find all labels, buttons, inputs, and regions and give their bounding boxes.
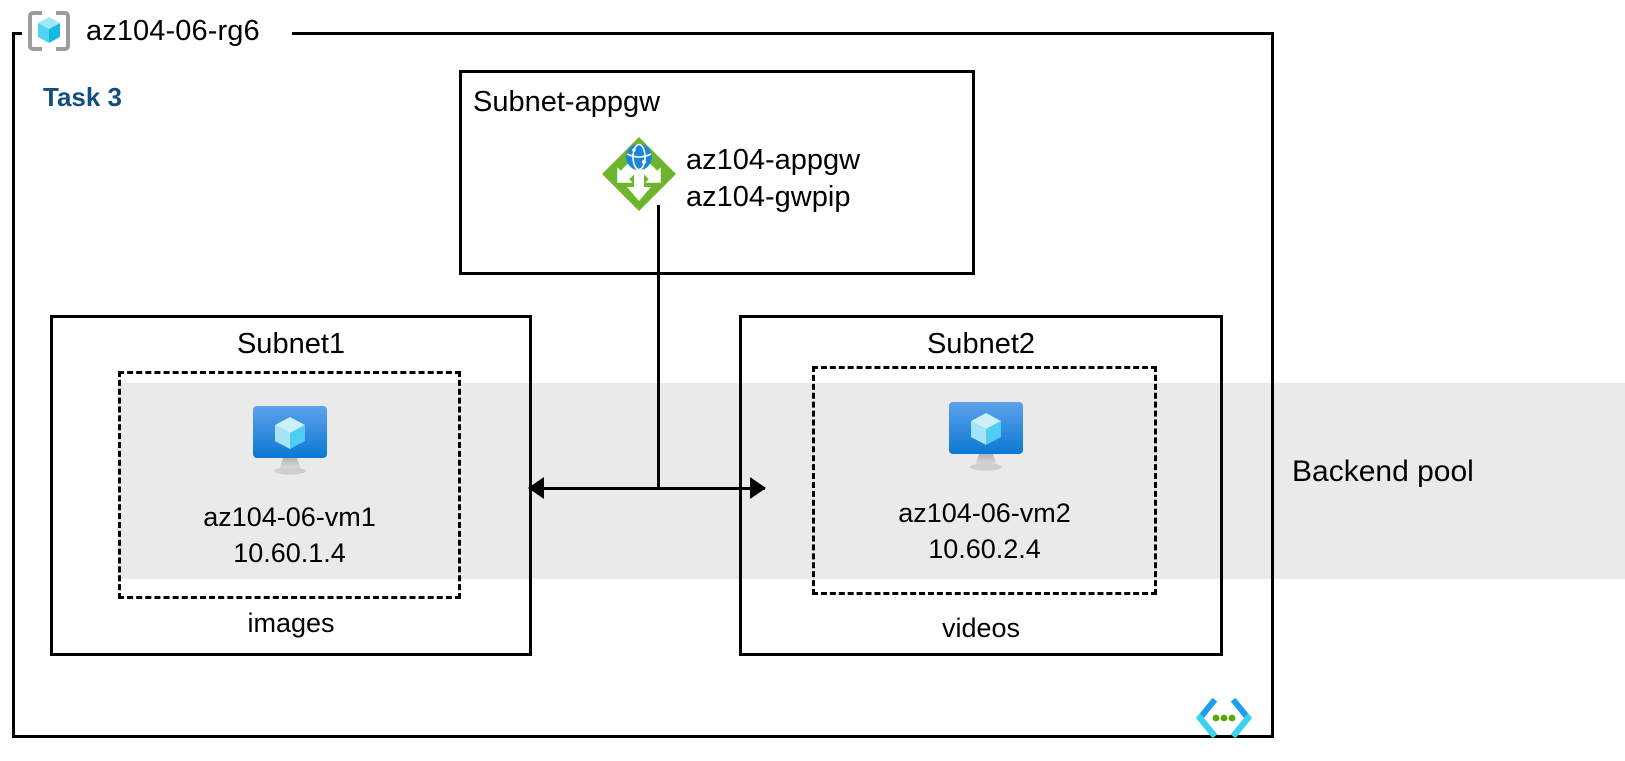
application-gateway-label: az104-appgw az104-gwpip <box>686 142 860 215</box>
vm1-label: az104-06-vm1 10.60.1.4 <box>118 500 461 571</box>
subnet1-box <box>50 315 532 656</box>
subnet-connector-horizontal <box>540 487 765 490</box>
subnet-appgw-title: Subnet-appgw <box>473 86 661 118</box>
virtual-machine-icon <box>945 400 1027 472</box>
backend-pool-band <box>118 383 1625 579</box>
resource-group-label: az104-06-rg6 <box>26 6 260 56</box>
subnet1-caption: images <box>247 608 335 638</box>
appgw-resource-name: az104-appgw <box>686 144 861 176</box>
virtual-network-icon <box>1195 697 1253 739</box>
resource-group-name: az104-06-rg6 <box>86 14 260 47</box>
vm1-ip: 10.60.1.4 <box>233 537 346 568</box>
subnet2-vm-group <box>812 366 1157 595</box>
subnet2-title: Subnet2 <box>926 328 1036 360</box>
gateway-connector-vertical <box>657 205 660 488</box>
virtual-machine-icon <box>249 404 331 476</box>
vm2-label: az104-06-vm2 10.60.2.4 <box>812 496 1157 567</box>
arrow-head-right-icon <box>750 477 766 499</box>
vm2-ip: 10.60.2.4 <box>928 533 1041 564</box>
subnet2-box <box>739 315 1223 656</box>
arrow-head-left-icon <box>528 477 544 499</box>
vm1-name: az104-06-vm1 <box>203 502 376 532</box>
subnet2-caption: videos <box>941 613 1021 643</box>
backend-pool-label: Backend pool <box>1292 455 1474 488</box>
subnet-appgw-box <box>459 70 975 275</box>
application-gateway-icon <box>600 135 678 213</box>
subnet1-vm-group <box>118 371 461 599</box>
resource-group-frame <box>12 32 1274 738</box>
resource-group-icon <box>26 8 72 54</box>
task-label: Task 3 <box>43 82 123 112</box>
gwpip-resource-name: az104-gwpip <box>686 180 851 213</box>
subnet1-title: Subnet1 <box>236 328 346 360</box>
vm2-name: az104-06-vm2 <box>898 498 1071 528</box>
